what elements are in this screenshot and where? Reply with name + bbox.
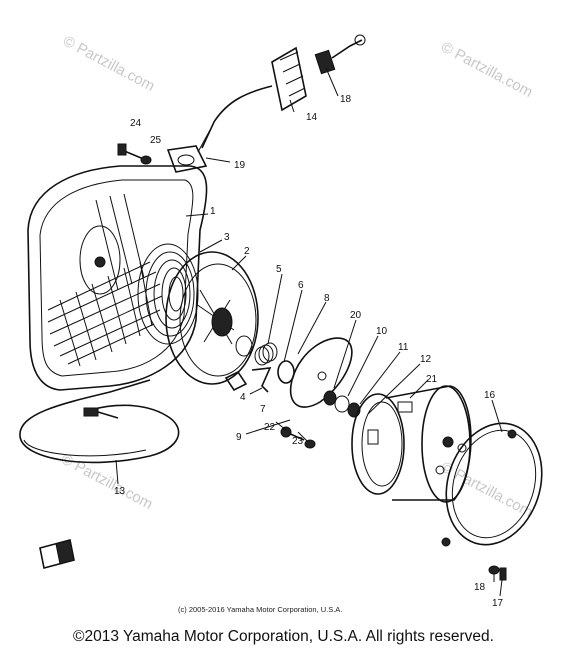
cap-shaft xyxy=(331,39,363,59)
spiral-spring-part-3 xyxy=(137,243,199,345)
label-part-11: 11 xyxy=(398,342,409,353)
label-part-12: 12 xyxy=(420,354,432,365)
wire-clip xyxy=(83,407,99,417)
label-part-13: 13 xyxy=(114,486,126,497)
starter-housing-part-1 xyxy=(27,165,208,391)
cover-ring-part-16 xyxy=(441,422,543,547)
label-part-7: 7 xyxy=(260,404,266,415)
watermark: © Partzilla.com xyxy=(60,33,157,95)
housing-inner xyxy=(39,179,194,377)
washer xyxy=(140,155,152,165)
bolt-head xyxy=(280,426,292,438)
label-part-18-upper: 18 xyxy=(340,94,352,105)
washer-part-20 xyxy=(323,390,337,406)
label-part-10: 10 xyxy=(376,326,388,337)
pulley-part-2 xyxy=(165,251,259,385)
label-part-4: 4 xyxy=(240,392,246,403)
ratchet-part-7 xyxy=(251,367,272,393)
label-part-20: 20 xyxy=(350,310,362,321)
housing-grille xyxy=(47,261,163,367)
leader-lines xyxy=(115,67,503,597)
housing-vanes xyxy=(95,193,145,291)
label-part-9: 9 xyxy=(236,432,242,443)
label-part-8: 8 xyxy=(324,293,330,304)
spring-part-5 xyxy=(254,342,278,366)
label-part-24: 24 xyxy=(130,118,142,129)
washer-part-4 xyxy=(235,335,253,357)
pulley-face xyxy=(179,263,257,377)
cap-knob xyxy=(354,34,366,46)
bolt-head xyxy=(117,143,127,156)
watermark: © Partzilla.com xyxy=(438,39,535,101)
cup-slot xyxy=(397,401,413,413)
label-part-1: 1 xyxy=(210,206,216,217)
nut-washer-10-11-20 xyxy=(323,390,361,418)
label-part-25: 25 xyxy=(150,135,162,146)
cable-sleeve xyxy=(197,129,211,153)
label-part-18-lower: 18 xyxy=(474,582,486,593)
starter-handle-assembly xyxy=(166,34,366,173)
label-part-5: 5 xyxy=(276,264,282,275)
wire-end xyxy=(97,411,119,419)
part-labels: 1 2 3 4 5 6 7 8 9 10 11 12 13 14 16 17 1… xyxy=(114,94,504,609)
label-part-2: 2 xyxy=(244,246,250,257)
cup-slot xyxy=(367,429,379,445)
cap-part-18 xyxy=(314,49,336,75)
label-part-16: 16 xyxy=(484,390,496,401)
grip-ribs xyxy=(279,51,306,97)
copyright-small: (c) 2005-2016 Yamaha Motor Corporation, … xyxy=(178,605,342,614)
copyright-notice: ©2013 Yamaha Motor Corporation, U.S.A. A… xyxy=(73,628,494,645)
pulley-rim xyxy=(165,251,259,385)
wire-loop xyxy=(19,379,180,464)
wire-loop-inner xyxy=(23,439,147,457)
plate-part-9 xyxy=(289,337,353,408)
watermark: © Partzilla.com xyxy=(58,451,155,513)
label-part-17: 17 xyxy=(492,598,504,609)
label-part-19: 19 xyxy=(234,160,246,171)
label-part-23: 23 xyxy=(292,436,304,447)
starter-cup-part-21 xyxy=(351,385,472,503)
bolt-24-washer-25 xyxy=(117,143,152,165)
label-part-6: 6 xyxy=(298,280,304,291)
label-part-21: 21 xyxy=(426,374,438,385)
grommet-hole xyxy=(177,154,195,166)
label-part-14: 14 xyxy=(306,112,318,123)
pulley-hub xyxy=(211,307,233,337)
pawl-part-4 xyxy=(224,370,248,392)
bolt xyxy=(499,567,507,581)
ratchet-small-parts xyxy=(224,335,295,393)
cup-flange xyxy=(351,393,405,495)
housing-outline xyxy=(27,165,208,391)
wire-harness-part-13 xyxy=(19,379,180,464)
bolt-17-washer-18 xyxy=(488,565,507,581)
starter-cable xyxy=(201,85,273,149)
washer xyxy=(488,565,500,575)
handle-grip xyxy=(271,46,307,112)
label-part-22: 22 xyxy=(264,422,276,433)
washer-part-10 xyxy=(334,395,350,413)
cup-flange-inner xyxy=(361,401,403,487)
housing-hub xyxy=(79,225,121,295)
grommet-part-19 xyxy=(166,145,208,173)
tag-shaded xyxy=(55,539,75,565)
housing-boss xyxy=(94,256,106,268)
label-part-3: 3 xyxy=(224,232,230,243)
